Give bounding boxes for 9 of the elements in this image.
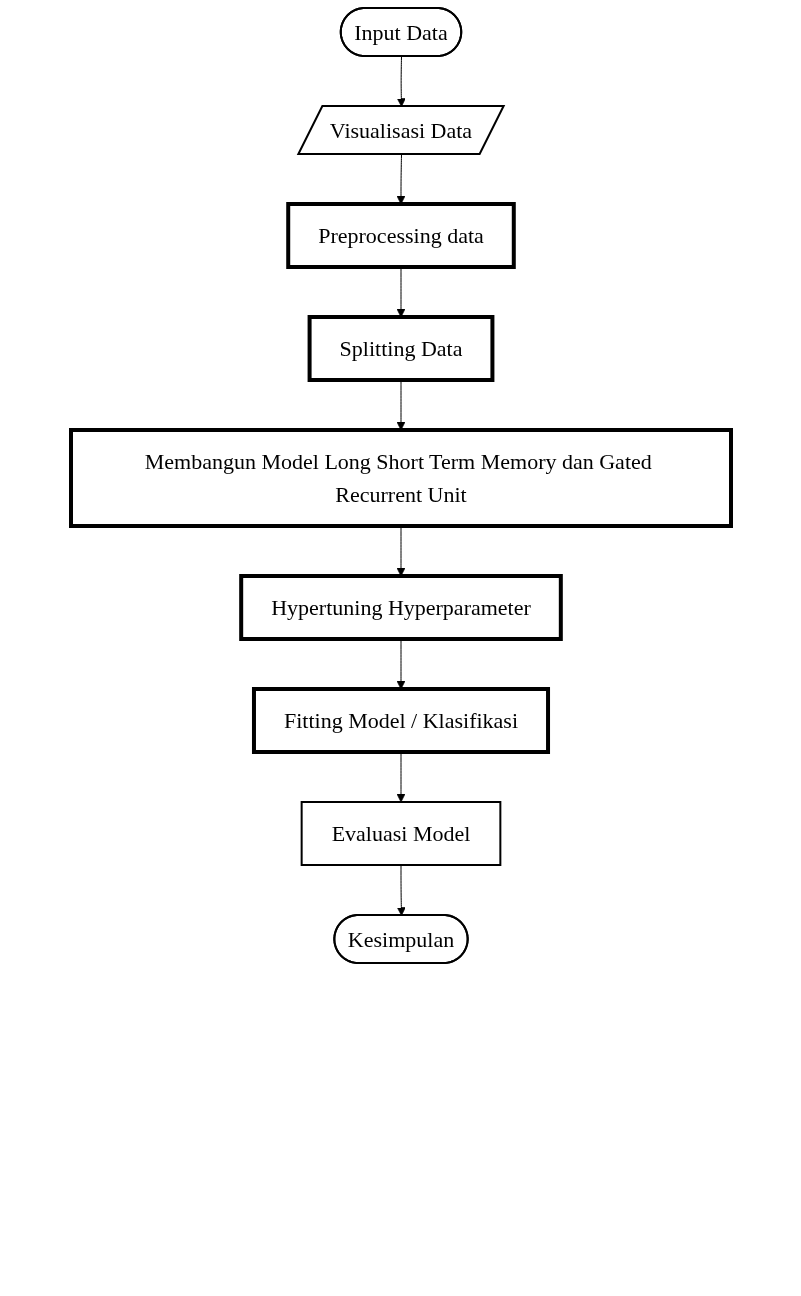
- node-box: Preprocessing data: [285, 202, 516, 269]
- node-box: Splitting Data: [307, 315, 494, 382]
- node-box: Membangun Model Long Short Term Memory dan Gated Recurrent Unit: [68, 428, 733, 528]
- arrow: [396, 56, 406, 107]
- node-box: Evaluasi Model: [300, 801, 501, 866]
- node-box: Fitting Model / Klasifikasi: [251, 687, 550, 754]
- node-box: Hypertuning Hyperparameter: [238, 574, 563, 641]
- arrow: [396, 154, 405, 205]
- arrow: [396, 864, 406, 916]
